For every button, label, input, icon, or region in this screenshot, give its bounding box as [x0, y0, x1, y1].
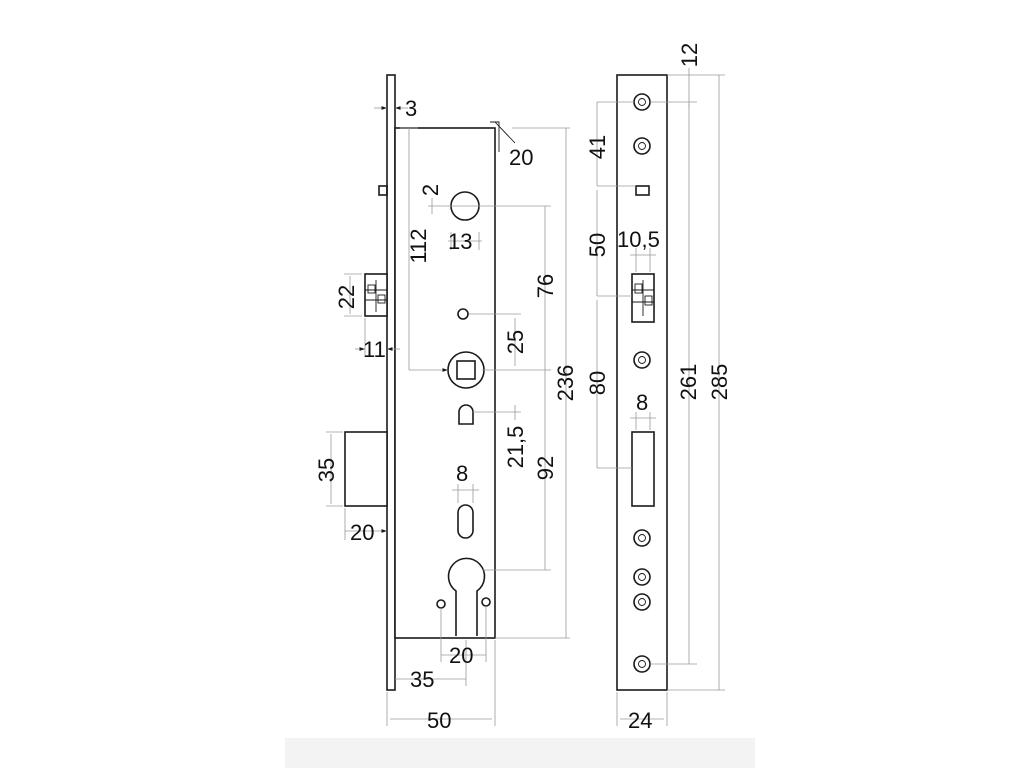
dim-bolt-height: 35 [314, 458, 339, 482]
dim-faceplate-width: 24 [628, 708, 652, 733]
front-plate [386, 74, 396, 691]
dim-spindle-to-cam: 21,5 [503, 426, 528, 469]
dim-hole-to-spindle: 76 [533, 274, 558, 298]
dim-latch-to-bolt-window: 80 [585, 371, 610, 395]
dim-hole-spacing: 2 [418, 184, 443, 196]
dim-bolt-projection: 20 [350, 520, 374, 545]
dim-front-plate-thickness: 3 [405, 96, 417, 121]
dim-cylinder-backset: 35 [410, 667, 434, 692]
faceplate [616, 74, 668, 691]
dead-bolt [344, 431, 388, 507]
dim-latch-height: 22 [334, 285, 359, 309]
bolt-window [631, 431, 655, 507]
dim-screw-span: 261 [676, 364, 701, 401]
lock-case [394, 127, 496, 639]
dim-latch-projection: 11 [363, 337, 386, 362]
dim-faceplate-top-margin: 12 [677, 43, 702, 67]
dimension-lines [326, 68, 725, 726]
dim-slot-width: 8 [456, 461, 468, 486]
dim-latch-window-width: 10,5 [617, 227, 660, 252]
offset-mark [490, 121, 500, 152]
dim-hole-diameter: 13 [448, 229, 472, 254]
dim-pin-to-spindle: 25 [503, 330, 528, 354]
dimension-labels: 3 20 2 13 112 76 22 11 25 236 21,5 92 35… [314, 43, 732, 733]
cylinder-profile [447, 557, 486, 636]
dim-top-to-spindle: 112 [406, 228, 431, 263]
dim-spindle-to-cylinder: 92 [533, 456, 558, 480]
dim-cylinder-width: 20 [449, 643, 473, 668]
small-window [635, 185, 650, 196]
faceplate-front-view [616, 74, 668, 691]
latch-window [631, 273, 655, 323]
dim-faceplate-length: 285 [707, 364, 732, 401]
latch-bolt [364, 273, 388, 317]
cam-hole [458, 404, 474, 425]
dim-case-depth: 50 [427, 708, 451, 733]
slot-hole [457, 504, 474, 539]
dim-backset-offset: 20 [509, 145, 533, 170]
dim-bolt-window-width: 8 [636, 390, 648, 415]
plate-tab [378, 185, 388, 196]
bottom-band [285, 738, 755, 768]
dim-top-screw-spacing: 41 [585, 135, 610, 159]
lock-body-side-view [344, 74, 516, 691]
dim-case-height: 236 [553, 365, 578, 402]
pin-hole [457, 308, 469, 320]
dim-window-spacing: 50 [585, 233, 610, 257]
